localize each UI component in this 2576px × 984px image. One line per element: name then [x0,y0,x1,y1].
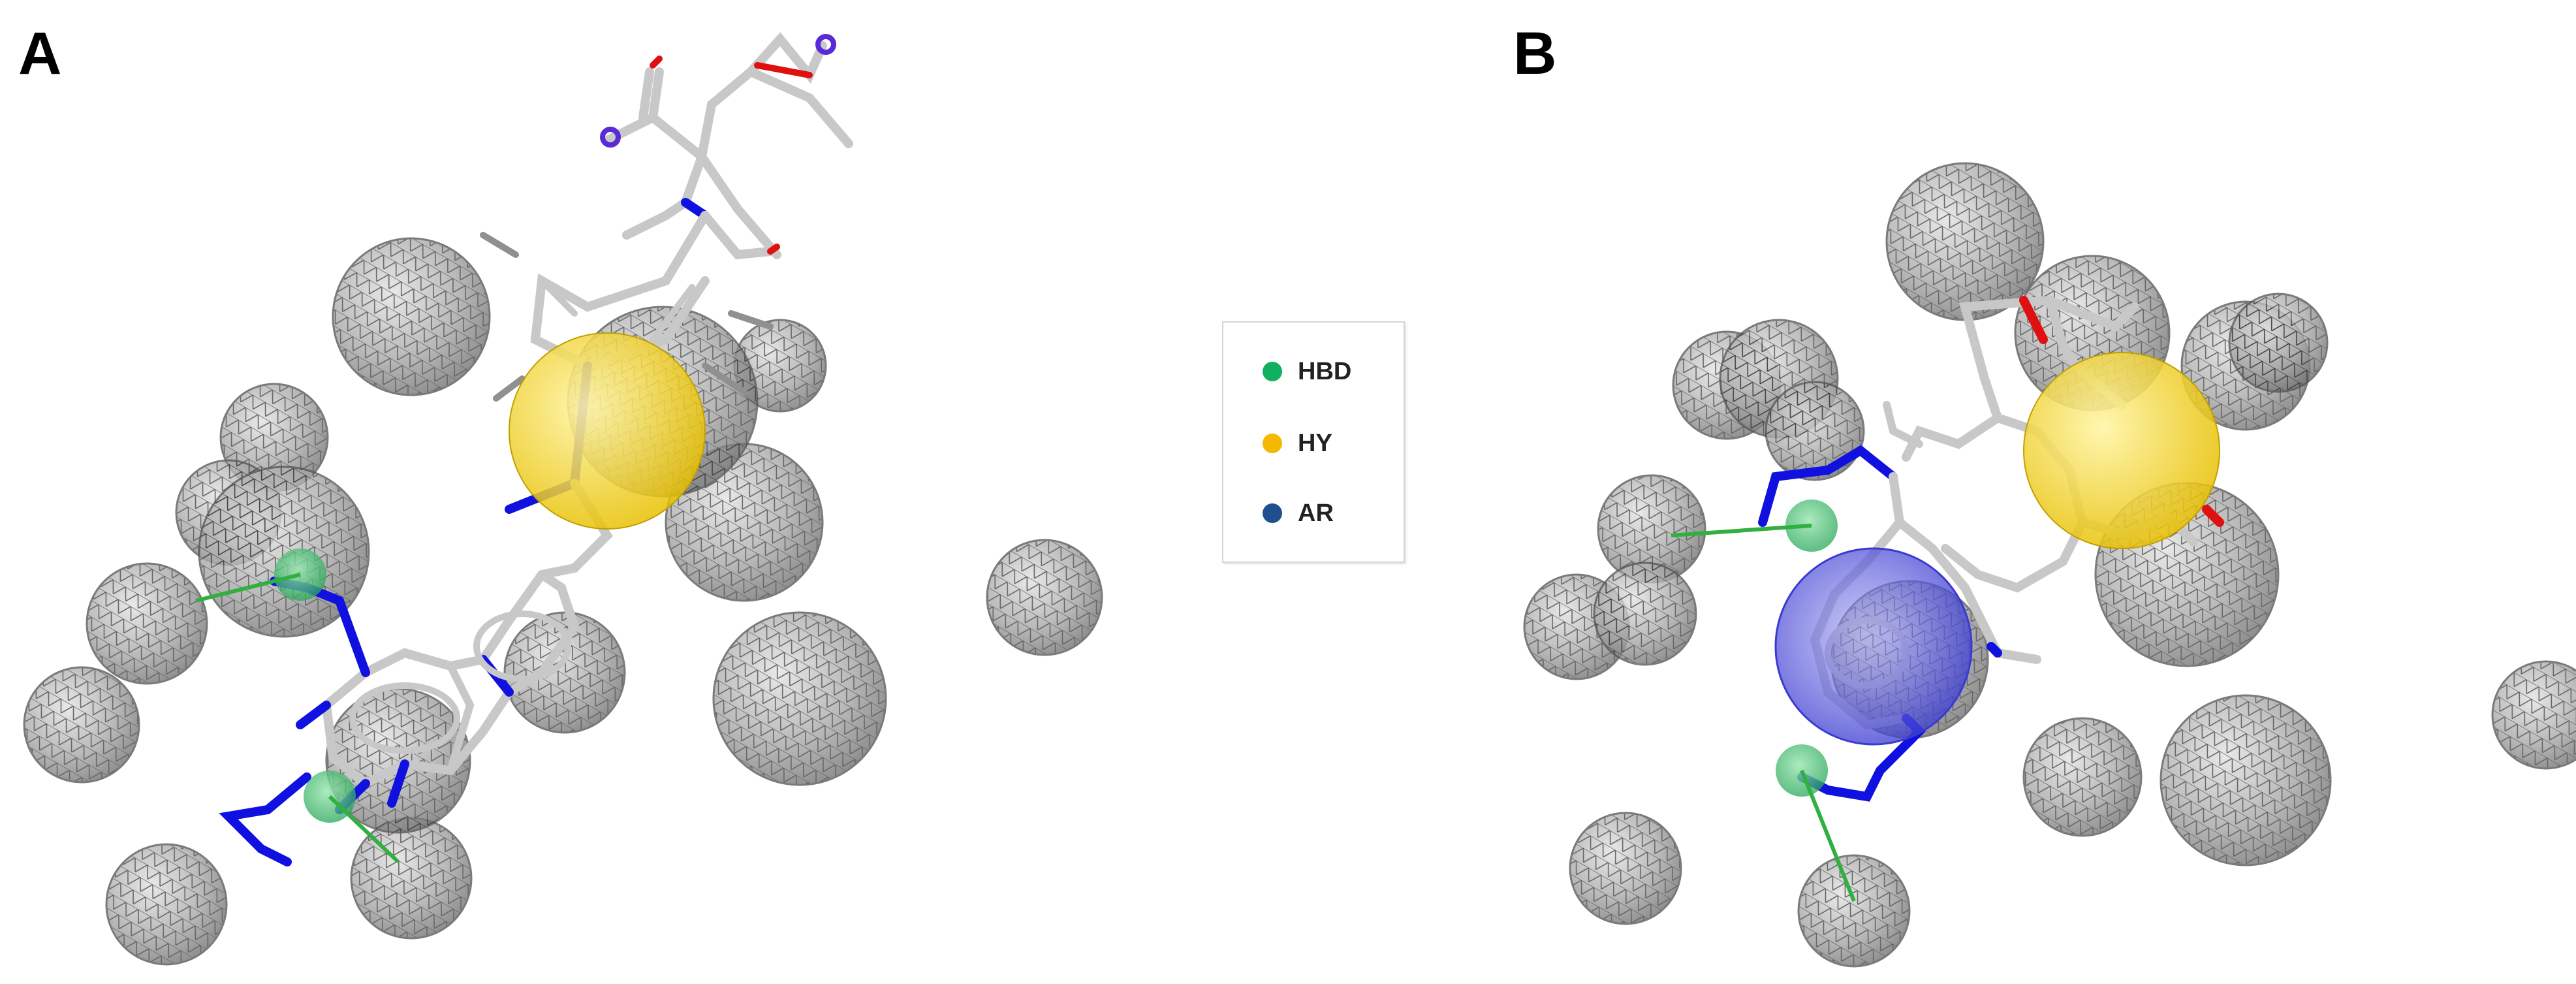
exclusion-sphere [2228,293,2329,393]
panel-b-hy-feature [2023,352,2220,549]
exclusion-sphere [2160,694,2332,866]
panel-a-hbd-feature-1 [195,548,326,603]
exclusion-sphere [2022,717,2143,837]
panel-b-hbd-feature-2 [1776,744,1856,902]
panel-a-pharmacophore [23,32,1103,966]
legend-item-hy: HY [1263,424,1332,463]
panel-a-label: A [18,20,62,87]
exclusion-sphere [86,562,208,685]
legend-label-ar: AR [1298,499,1334,527]
exclusion-sphere [712,611,887,786]
legend-item-ar: AR [1263,494,1334,533]
exclusion-sphere [503,611,626,734]
hy-color-swatch [1263,434,1282,453]
exclusion-sphere [2491,660,2576,770]
exclusion-sphere [325,688,471,834]
exclusion-sphere [105,843,228,966]
exclusion-sphere [1593,562,1697,666]
exclusion-sphere [1597,474,1706,584]
panel-b-ar-feature [1774,547,1973,746]
panel-a-hy-feature [509,332,706,530]
panel-b-pharmacophore [1523,162,2576,968]
panel-b-hbd-feature-1 [1671,500,1838,552]
exclusion-sphere [23,666,140,784]
exclusion-sphere [1885,162,2045,321]
panel-a-hbd-feature-2 [304,770,400,864]
feature-legend: HBD HY AR [1222,321,1405,563]
exclusion-sphere [332,237,491,396]
exclusion-sphere [1765,381,1865,481]
ar-color-swatch [1263,503,1282,523]
panel-a-terminal-atom-2 [815,34,836,55]
legend-label-hbd: HBD [1298,357,1352,385]
panel-a-exclusion-spheres [23,237,1103,966]
hbd-color-swatch [1263,362,1282,381]
exclusion-sphere [1797,854,1911,968]
legend-item-hbd: HBD [1263,352,1351,391]
panel-b-label: B [1513,20,1557,87]
exclusion-sphere [1569,812,1682,925]
panel-a-terminal-atom-1 [600,127,621,148]
exclusion-sphere [986,539,1103,656]
legend-label-hy: HY [1298,429,1332,457]
